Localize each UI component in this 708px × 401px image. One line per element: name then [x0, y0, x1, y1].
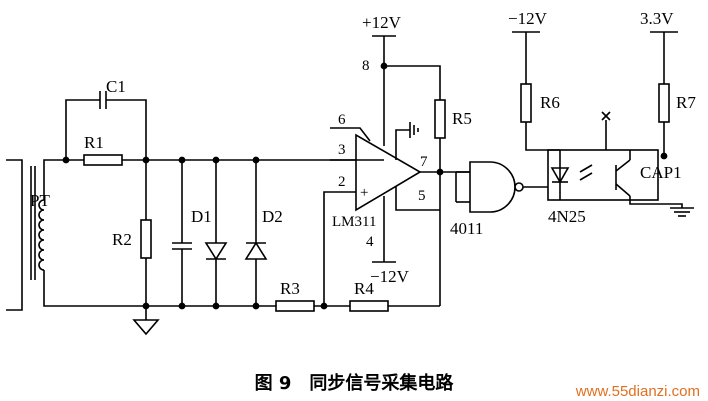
- vee-label: −12V: [370, 267, 410, 286]
- transformer-pt: PT: [6, 159, 60, 311]
- pin-4: 4: [366, 234, 374, 250]
- input-network: R1 C1 R2 D1 D2 R3 R4: [60, 77, 440, 336]
- comparator-label: LM311: [332, 214, 376, 230]
- c1-label: C1: [106, 77, 126, 96]
- resistor-r4: [349, 300, 389, 312]
- logic-supply-label: 3.3V: [640, 9, 674, 28]
- minus-sign: −: [360, 153, 368, 169]
- pin-3: 3: [338, 142, 346, 158]
- resistor-r5: [434, 99, 446, 139]
- resistor-r2: [140, 219, 152, 259]
- pin-5: 5: [418, 188, 426, 204]
- plus-sign: +: [360, 185, 368, 201]
- nand-gate-4011: 4011: [450, 161, 548, 238]
- d1-label: D1: [191, 207, 212, 226]
- opto-label: 4N25: [548, 207, 586, 226]
- r6-label: R6: [540, 93, 560, 112]
- figure-caption: 图 9 同步信号采集电路: [255, 372, 455, 394]
- r3-label: R3: [280, 279, 300, 298]
- r4-label: R4: [354, 279, 374, 298]
- pin-6: 6: [338, 112, 346, 128]
- resistor-r1: [83, 154, 123, 166]
- r2-label: R2: [112, 230, 132, 249]
- transformer-label: PT: [30, 191, 50, 210]
- resistor-r7: [658, 83, 670, 123]
- opto-supply-label: −12V: [508, 9, 548, 28]
- output-stage: 3.3V R7 CAP1: [629, 9, 696, 217]
- vcc-label: +12V: [362, 13, 402, 32]
- r7-label: R7: [676, 93, 696, 112]
- pin-7: 7: [420, 154, 428, 170]
- r1-label: R1: [84, 133, 104, 152]
- resistor-r3: [275, 300, 315, 312]
- d2-label: D2: [262, 207, 283, 226]
- output-label: CAP1: [640, 163, 682, 182]
- pin-8: 8: [362, 58, 370, 74]
- watermark: www.55dianzi.com: [575, 383, 700, 400]
- r5-label: R5: [452, 109, 472, 128]
- nand-label: 4011: [450, 219, 483, 238]
- resistor-r6: [520, 83, 532, 123]
- comparator-lm311: − 3 + 2 6 +12V 8 4 −12V 5 7 LM311: [323, 13, 472, 306]
- optocoupler-4n25: −12V R6 4N25: [508, 9, 659, 226]
- pin-2: 2: [338, 174, 346, 190]
